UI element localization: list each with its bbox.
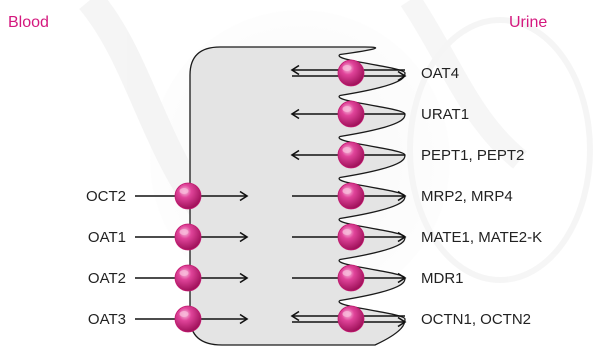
apical-transporter-3-body	[337, 182, 365, 210]
apical-transporter-6-body	[337, 305, 365, 333]
apical-transporter-2	[337, 141, 365, 169]
basolateral-transporter-2-shine	[179, 270, 189, 276]
apical-label-5: MDR1	[421, 270, 464, 287]
basolateral-arrow-3-head	[239, 313, 249, 325]
apical-label-0: OAT4	[421, 65, 459, 82]
apical-arrow-out-6-head	[397, 316, 407, 328]
apical-arrow-1-head	[290, 108, 300, 120]
urine-header: Urine	[509, 14, 547, 31]
blood-header: Blood	[8, 14, 49, 31]
basolateral-arrow-2-head	[239, 272, 249, 284]
basolateral-transporter-1-shine	[179, 229, 189, 235]
apical-transporter-0-body	[337, 59, 365, 87]
apical-label-4: MATE1, MATE2-K	[421, 229, 542, 246]
basolateral-label-3: OAT3	[88, 311, 126, 328]
apical-arrow-in-0-head	[290, 64, 300, 76]
apical-transporter-2-body	[337, 141, 365, 169]
basolateral-label-1: OAT1	[88, 229, 126, 246]
apical-label-3: MRP2, MRP4	[421, 188, 513, 205]
basolateral-transporter-3-shine	[179, 311, 189, 317]
basolateral-transporter-3	[174, 305, 202, 333]
apical-arrow-5-head	[397, 272, 407, 284]
apical-transporter-4-body	[337, 223, 365, 251]
basolateral-transporter-3-body	[174, 305, 202, 333]
apical-label-2: PEPT1, PEPT2	[421, 147, 524, 164]
apical-transporter-4-shine	[342, 229, 352, 235]
apical-transporter-5-shine	[342, 270, 352, 276]
basolateral-transporter-2	[174, 264, 202, 292]
apical-transporter-6-shine	[342, 311, 352, 317]
basolateral-transporter-0	[174, 182, 202, 210]
basolateral-transporter-1-body	[174, 223, 202, 251]
apical-arrow-2-head	[290, 149, 300, 161]
apical-transporter-1-shine	[342, 106, 352, 112]
basolateral-label-0: OCT2	[86, 188, 126, 205]
apical-arrow-in-6-head	[290, 310, 300, 322]
basolateral-arrow-1-head	[239, 231, 249, 243]
apical-label-1: URAT1	[421, 106, 469, 123]
apical-arrow-3-head	[397, 190, 407, 202]
basolateral-arrow-0-head	[239, 190, 249, 202]
apical-transporter-0-shine	[342, 65, 352, 71]
basolateral-transporter-2-body	[174, 264, 202, 292]
apical-transporter-2-shine	[342, 147, 352, 153]
apical-arrow-4-head	[397, 231, 407, 243]
apical-transporter-5-body	[337, 264, 365, 292]
transporter-markers	[174, 59, 365, 333]
apical-transporter-1	[337, 100, 365, 128]
apical-label-6: OCTN1, OCTN2	[421, 311, 531, 328]
basolateral-label-2: OAT2	[88, 270, 126, 287]
basolateral-transporter-0-body	[174, 182, 202, 210]
apical-transporter-4	[337, 223, 365, 251]
apical-transporter-5	[337, 264, 365, 292]
basolateral-transporter-1	[174, 223, 202, 251]
apical-transporter-3-shine	[342, 188, 352, 194]
apical-transporter-1-body	[337, 100, 365, 128]
apical-arrow-out-0-head	[397, 70, 407, 82]
basolateral-transporter-0-shine	[179, 188, 189, 194]
apical-transporter-6	[337, 305, 365, 333]
apical-transporter-0	[337, 59, 365, 87]
apical-transporter-3	[337, 182, 365, 210]
